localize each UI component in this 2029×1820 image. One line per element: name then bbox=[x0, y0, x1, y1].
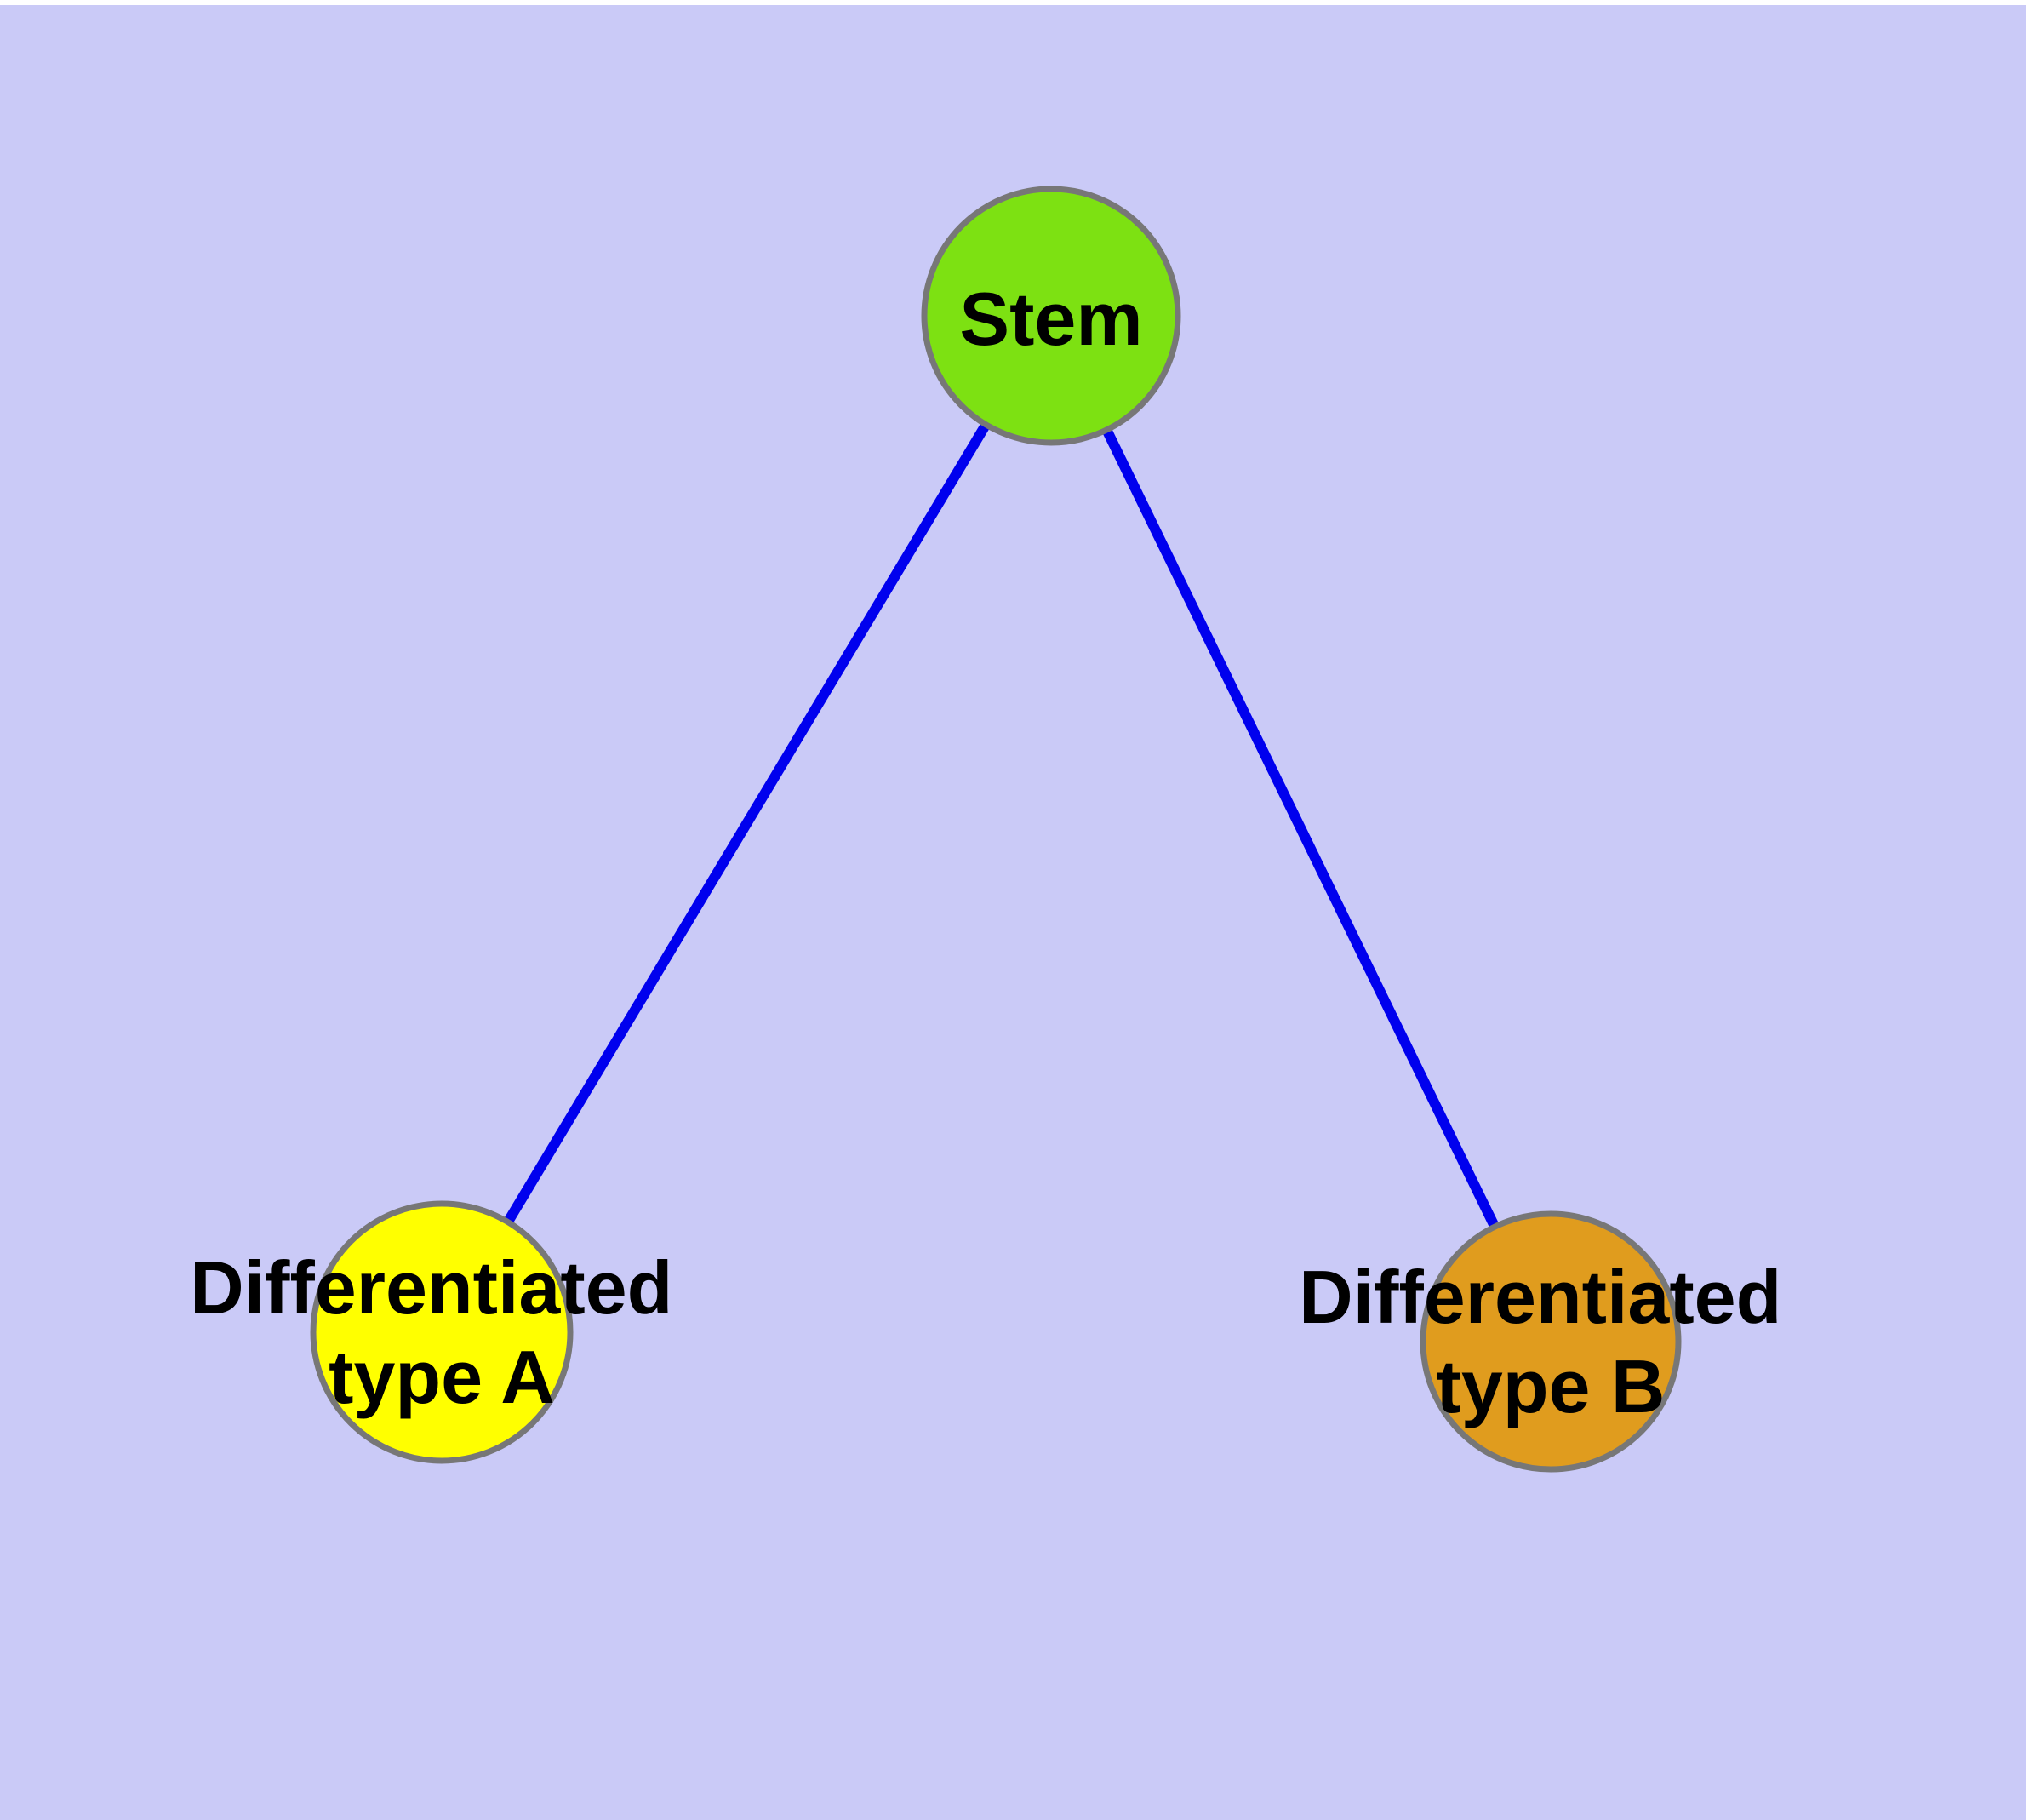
node-differentiated-type-a bbox=[310, 1200, 574, 1464]
node-type-b-label-line2: type B bbox=[1437, 1344, 1666, 1428]
node-type-b-label: Differentiated type B bbox=[1299, 1255, 1803, 1428]
node-stem-label: Stem bbox=[959, 277, 1142, 361]
node-type-a-label-line1: Differentiated bbox=[190, 1245, 672, 1330]
node-differentiated-type-b bbox=[1420, 1210, 1682, 1473]
node-type-a-label: Differentiated type A bbox=[190, 1245, 694, 1419]
node-stem bbox=[921, 186, 1181, 446]
edge-stem-to-type-b bbox=[1046, 313, 1556, 1344]
edge-stem-to-type-a bbox=[437, 312, 1056, 1336]
node-type-a-label-line2: type A bbox=[329, 1335, 555, 1419]
node-type-b-label-line1: Differentiated bbox=[1299, 1255, 1781, 1339]
